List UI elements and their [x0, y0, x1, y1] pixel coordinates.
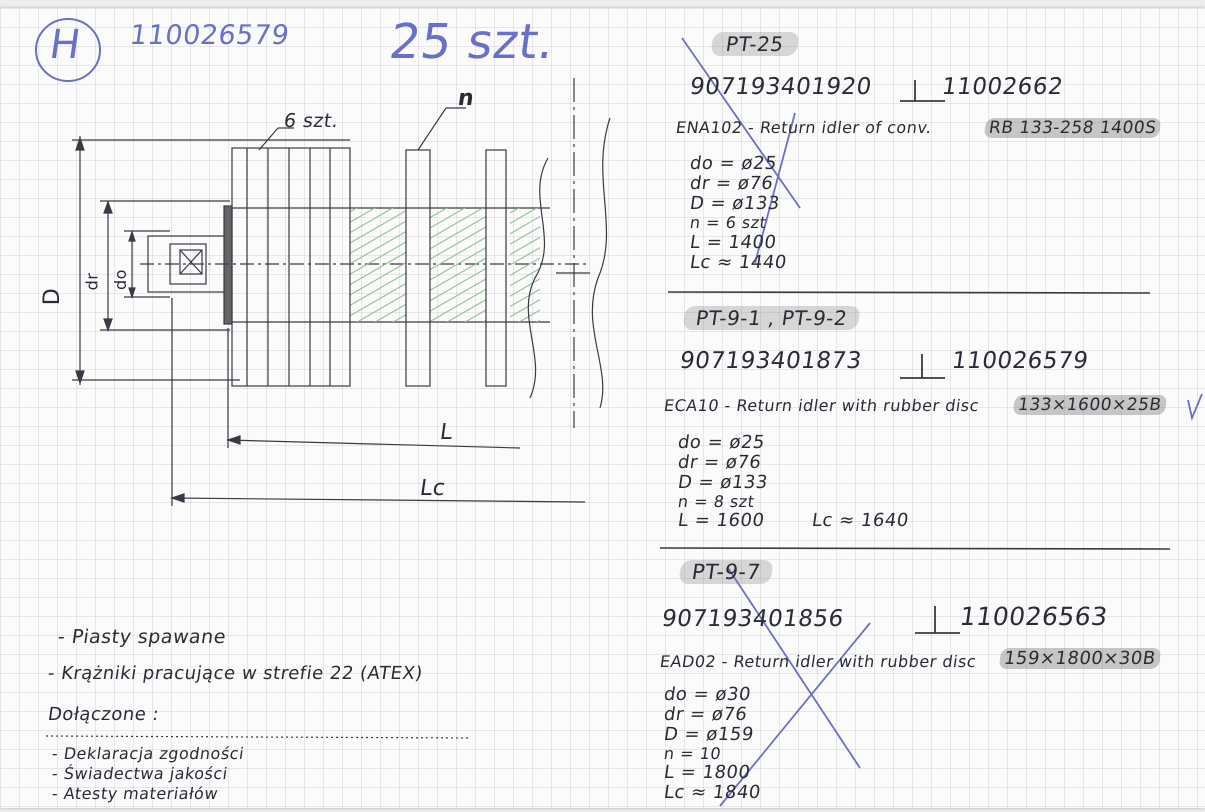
attachment-2: - Świadectwa jakości	[50, 764, 230, 783]
item-param: do = ø30	[662, 684, 753, 705]
item-description: ECA10 - Return idler with rubber disc	[662, 396, 981, 415]
note-line-2: - Krążniki pracujące w strefie 22 (ATEX)	[46, 663, 425, 684]
dim-dr-label: dr	[82, 272, 102, 291]
item-param: Lc ≈ 1440	[688, 252, 789, 273]
item-param: dr = ø76	[688, 173, 775, 194]
item-spec: 133×1600×25B	[1012, 395, 1167, 415]
note-line-1: - Piasty spawane	[56, 626, 228, 648]
item-ref: 11002662	[940, 74, 1065, 100]
item-param: D = ø133	[688, 193, 782, 214]
attachment-1: - Deklaracja zgodności	[50, 744, 246, 763]
check-mark: V	[1186, 392, 1187, 393]
idler-drawing	[35, 18, 1203, 807]
circle-letter: H	[46, 22, 84, 68]
item-param: L = 1800	[662, 762, 752, 783]
item-spec: 159×1800×30B	[998, 648, 1162, 669]
item-param: L = 1400	[688, 232, 778, 253]
item-code: 907193401856	[660, 606, 846, 632]
item-description: ENA102 - Return idler of conv.	[674, 118, 934, 137]
quantity: 25 szt.	[386, 14, 559, 70]
item-code: 907193401920	[688, 74, 874, 100]
item-tag: PT-9-7	[678, 560, 775, 584]
item-param: n = 8 szt	[676, 492, 756, 511]
item-param: dr = ø76	[662, 704, 749, 725]
disc-count-label: 6 szt.	[282, 110, 341, 132]
dim-do-label: do	[110, 269, 130, 290]
attached-heading: Dołączone :	[46, 704, 161, 725]
item-ref: 110026579	[950, 348, 1091, 374]
item-description: EAD02 - Return idler with rubber disc	[658, 652, 978, 671]
item-param: Lc ≈ 1840	[662, 782, 763, 803]
attachment-3: - Atesty materiałów	[50, 784, 220, 803]
notebook-page: H 110026579 25 szt. 6 szt. n D dr do L L…	[0, 8, 1205, 808]
item-param: n = 10	[662, 744, 723, 763]
item-param: n = 6 szt	[688, 213, 768, 232]
item-tag: PT-25	[710, 32, 800, 56]
item-code: 907193401873	[678, 348, 864, 374]
item-tag: PT-9-1 , PT-9-2	[682, 306, 861, 330]
item-spec: RB 133-258 1400S	[983, 118, 1162, 138]
item-param: D = ø133	[676, 472, 770, 493]
item-param: L = 1600	[676, 510, 766, 531]
item-param: do = ø25	[688, 153, 779, 174]
item-param: D = ø159	[662, 724, 756, 745]
item-param: Lc ≈ 1640	[810, 510, 911, 531]
item-param: do = ø25	[676, 432, 767, 453]
item-param: dr = ø76	[676, 452, 763, 473]
dim-Lc-label: Lc	[418, 476, 448, 501]
order-number: 110026579	[127, 20, 292, 51]
item-ref: 110026563	[957, 602, 1110, 631]
dim-D-label: D	[40, 287, 66, 306]
